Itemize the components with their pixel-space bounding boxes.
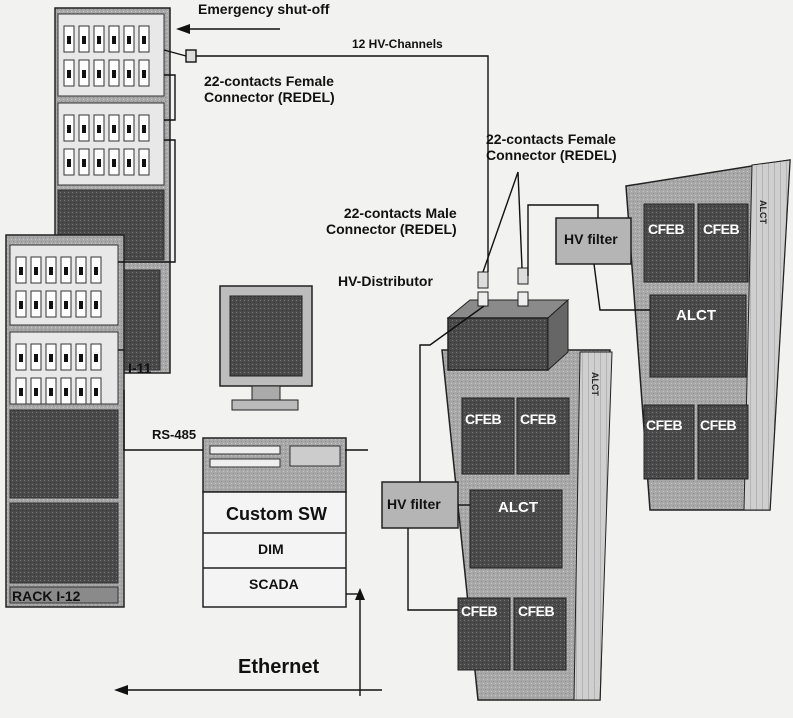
female-connector-1-line-2: Connector (REDEL) [204, 90, 335, 106]
rs485-label: RS-485 [152, 428, 196, 443]
rack-module-indicator [64, 301, 68, 309]
rack-module-indicator [142, 70, 146, 78]
rack-module-indicator [67, 159, 71, 167]
right-chamber-side-label: ALCT [758, 200, 768, 224]
male-connector-line-1: 22-contacts Male [326, 206, 457, 222]
right-chamber-cfeb-3: CFEB [646, 418, 682, 434]
software-layer-scada: SCADA [249, 577, 299, 593]
rack-module-indicator [19, 354, 23, 362]
rack-module-indicator [19, 267, 23, 275]
hv-filter-label-1: HV filter [564, 232, 618, 248]
rack-module-indicator [67, 70, 71, 78]
rack-module-indicator [82, 36, 86, 44]
rack-module-indicator [94, 354, 98, 362]
rack-module-indicator [79, 388, 83, 396]
rack-module-indicator [127, 159, 131, 167]
male-connector-line-2: Connector (REDEL) [326, 222, 457, 238]
control-computer [203, 286, 346, 607]
rack-module-indicator [94, 301, 98, 309]
rack-module-indicator [64, 388, 68, 396]
center-chamber-cfeb-2: CFEB [520, 412, 556, 428]
rack-module-indicator [19, 388, 23, 396]
hv-channels-label: 12 HV-Channels [352, 38, 443, 51]
rack-module-indicator [19, 301, 23, 309]
rack-module-indicator [112, 125, 116, 133]
rack-module-indicator [34, 388, 38, 396]
rack-module-indicator [127, 125, 131, 133]
rack-module-indicator [97, 125, 101, 133]
right-chamber-alct: ALCT [676, 308, 716, 325]
center-chamber-alct: ALCT [498, 500, 538, 517]
ethernet-label: Ethernet [238, 656, 319, 678]
rack-module-indicator [67, 36, 71, 44]
female-connector-1-line-1: 22-contacts Female [204, 74, 335, 90]
rack-module-indicator [112, 70, 116, 78]
rack-module-indicator [82, 125, 86, 133]
hv-distributor-label: HV-Distributor [338, 274, 433, 290]
center-chamber-side-label: ALCT [590, 372, 600, 396]
rack-module-indicator [79, 267, 83, 275]
rack-module-indicator [97, 159, 101, 167]
rack-module-indicator [112, 159, 116, 167]
software-layer-custom: Custom SW [226, 504, 327, 524]
center-chamber-cfeb-3: CFEB [461, 604, 497, 620]
rack-module-indicator [79, 354, 83, 362]
rack-module-indicator [82, 70, 86, 78]
rack-module-indicator [49, 301, 53, 309]
rack-module-indicator [142, 36, 146, 44]
center-chamber-cfeb-4: CFEB [518, 604, 554, 620]
female-connector-label-1: 22-contacts Female Connector (REDEL) [204, 74, 335, 105]
emergency-shutoff-label: Emergency shut-off [198, 2, 329, 18]
hv-filter-label-2: HV filter [387, 497, 441, 513]
rack-i-11-label: I-11 [128, 361, 151, 377]
rack-module-indicator [127, 36, 131, 44]
rack-module-indicator [82, 159, 86, 167]
rack-module-indicator [142, 125, 146, 133]
rack-module-indicator [67, 125, 71, 133]
rack-module-indicator [49, 354, 53, 362]
rack-module-indicator [94, 388, 98, 396]
rack-i-12-label: RACK I-12 [12, 589, 80, 605]
right-chamber-cfeb-2: CFEB [703, 222, 739, 238]
rack-module-indicator [97, 70, 101, 78]
female-connector-2-line-2: Connector (REDEL) [486, 148, 617, 164]
rack-module-indicator [49, 267, 53, 275]
rack-module-indicator [97, 36, 101, 44]
rack-module-indicator [127, 70, 131, 78]
male-connector-label: 22-contacts Male Connector (REDEL) [326, 206, 457, 237]
right-chamber-cfeb-4: CFEB [700, 418, 736, 434]
right-chamber-cfeb-1: CFEB [648, 222, 684, 238]
rack-module-indicator [34, 267, 38, 275]
center-chamber-cfeb-1: CFEB [465, 412, 501, 428]
rack-module-indicator [34, 301, 38, 309]
rack-module-indicator [49, 388, 53, 396]
female-connector-2-line-1: 22-contacts Female [486, 132, 617, 148]
rack-module-indicator [94, 267, 98, 275]
female-connector-label-2: 22-contacts Female Connector (REDEL) [486, 132, 617, 163]
rack-module-indicator [79, 301, 83, 309]
software-layer-dim: DIM [258, 542, 284, 558]
rack-module-indicator [142, 159, 146, 167]
rack-module-indicator [112, 36, 116, 44]
rack-module-indicator [64, 354, 68, 362]
rack-module-indicator [64, 267, 68, 275]
center-chamber [442, 350, 612, 700]
rack-module-indicator [34, 354, 38, 362]
